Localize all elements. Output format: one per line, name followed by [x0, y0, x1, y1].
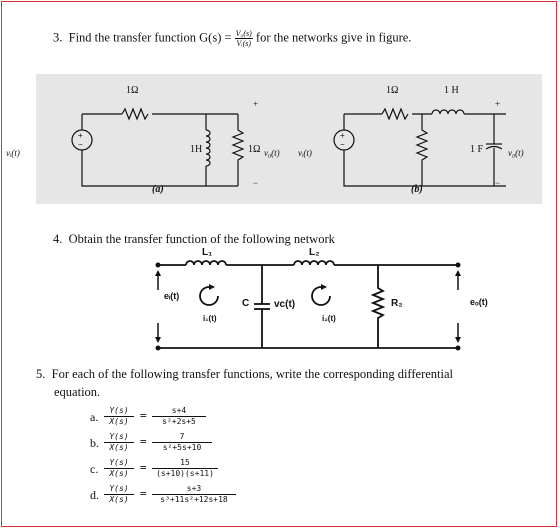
- q3-line: 3. Find the transfer function G(s) = V₀(…: [53, 29, 411, 48]
- fig-a-r2-label: 1Ω: [248, 144, 261, 155]
- q5-item-a-label: a.: [90, 410, 99, 424]
- q3-fraction: V₀(s)Vᵢ(s): [234, 29, 253, 48]
- q4-vc-label: vc(t): [274, 299, 296, 310]
- q4-r2-resistor: [370, 265, 386, 348]
- q4-c-label: C: [242, 298, 250, 309]
- q5-item-d-den: s³+11s²+12s+18: [160, 495, 228, 504]
- q5-item-c-den: (s+10)(s+11): [156, 469, 214, 478]
- fig-b-caption: (b): [411, 184, 423, 195]
- fig-b-minus: −: [495, 178, 501, 188]
- q5-item-b-num: 7: [152, 432, 212, 443]
- q5-item-b-eq: =: [140, 435, 147, 448]
- fig-b-c-label: 1 F: [470, 144, 484, 155]
- q4-l2-label: L₂: [309, 247, 320, 258]
- q3-frac-num: V₀(s): [234, 29, 253, 39]
- fig-b-plus: +: [495, 99, 501, 109]
- fig-b-vin-label: vᵢ(t): [298, 148, 312, 158]
- fig-a-inductor: [205, 129, 211, 167]
- q4-l1-inductor: [185, 260, 227, 266]
- fig-b-r1-label: 1Ω: [386, 85, 399, 96]
- q3-figure-panel: +− +−: [36, 74, 542, 204]
- q5-item-a-lhs-num: Y(s): [104, 406, 134, 417]
- q3-frac-den: Vᵢ(s): [236, 39, 252, 48]
- fig-b-vout-label: v₀(t): [508, 148, 524, 158]
- svg-text:−: −: [78, 140, 83, 149]
- fig-a-r2: [231, 114, 245, 186]
- fig-a-minus: −: [253, 178, 259, 188]
- q5-item-c-num: 15: [152, 458, 218, 469]
- svg-text:−: −: [340, 140, 345, 149]
- svg-text:+: +: [78, 131, 83, 140]
- q3-text-after: for the networks give in figure.: [255, 30, 412, 45]
- q4-ei-label: eᵢ(t): [164, 291, 180, 301]
- q5-number: 5.: [36, 367, 46, 381]
- q5-item-a-eq: =: [140, 409, 147, 422]
- q5-item-c-lhs-num: Y(s): [104, 458, 134, 469]
- q5-item-d-eq: =: [140, 487, 147, 500]
- q4-eo-label: eₒ(t): [470, 297, 488, 307]
- fig-a-vin-label: vᵢ(t): [6, 148, 20, 158]
- q5-line1: 5. For each of the following transfer fu…: [36, 367, 453, 382]
- fig-a-r1: [121, 107, 149, 121]
- q4-r2-label: R₂: [391, 298, 403, 309]
- q5-item-b-den: s²+5s+10: [162, 443, 202, 452]
- q4-i1-loop-arrow: [199, 286, 219, 306]
- q5-item-c-lhs-den: X(s): [109, 469, 129, 478]
- fig-a-l-label: 1H: [190, 144, 203, 155]
- q5-item-a-lhs-den: X(s): [109, 417, 129, 426]
- fig-a-vout-label: v₀(t): [264, 148, 280, 158]
- q5-item-d-lhs-num: Y(s): [104, 484, 134, 495]
- q5-item-b-lhs-den: X(s): [109, 443, 129, 452]
- fig-b-inductor: [431, 109, 465, 115]
- q5-text-line1: For each of the following transfer funct…: [51, 367, 454, 381]
- q3-circuits-svg: +− +−: [71, 107, 506, 187]
- q4-number: 4.: [53, 232, 63, 246]
- svg-text:+: +: [340, 131, 345, 140]
- q4-i2-label: i₂(t): [322, 314, 336, 323]
- q5-item-a-num: s+4: [152, 406, 206, 417]
- q4-i2-loop-arrow: [311, 286, 331, 306]
- fig-b-r1: [381, 107, 409, 121]
- q4-i1-label: i₁(t): [203, 314, 217, 323]
- fig-a-plus: +: [253, 99, 259, 109]
- q5-item-d-num: s+3: [152, 484, 236, 495]
- fig-b-r2: [415, 114, 429, 186]
- q5-item-c-label: c.: [90, 462, 99, 476]
- q4-line: 4. Obtain the transfer function of the f…: [53, 232, 335, 247]
- q5-item-d-lhs-den: X(s): [109, 495, 129, 504]
- fig-a-r1-label: 1Ω: [126, 85, 139, 96]
- q5-item-a-den: s²+2s+5: [162, 417, 196, 426]
- q5-text-line2: equation.: [54, 385, 101, 399]
- fig-b-l-label: 1 H: [444, 85, 459, 96]
- q4-l1-label: L₁: [202, 247, 213, 258]
- q3-text-before: Find the transfer function G(s) =: [68, 30, 232, 45]
- q3-number: 3.: [53, 30, 63, 45]
- q5-item-b-lhs-num: Y(s): [104, 432, 134, 443]
- q5-item-b-label: b.: [90, 436, 99, 450]
- fig-a-caption: (a): [152, 184, 164, 195]
- q5-item-c-eq: =: [140, 461, 147, 474]
- q4-l2-inductor: [293, 260, 335, 266]
- q5-item-d-label: d.: [90, 488, 99, 502]
- q4-text: Obtain the transfer function of the foll…: [68, 232, 335, 246]
